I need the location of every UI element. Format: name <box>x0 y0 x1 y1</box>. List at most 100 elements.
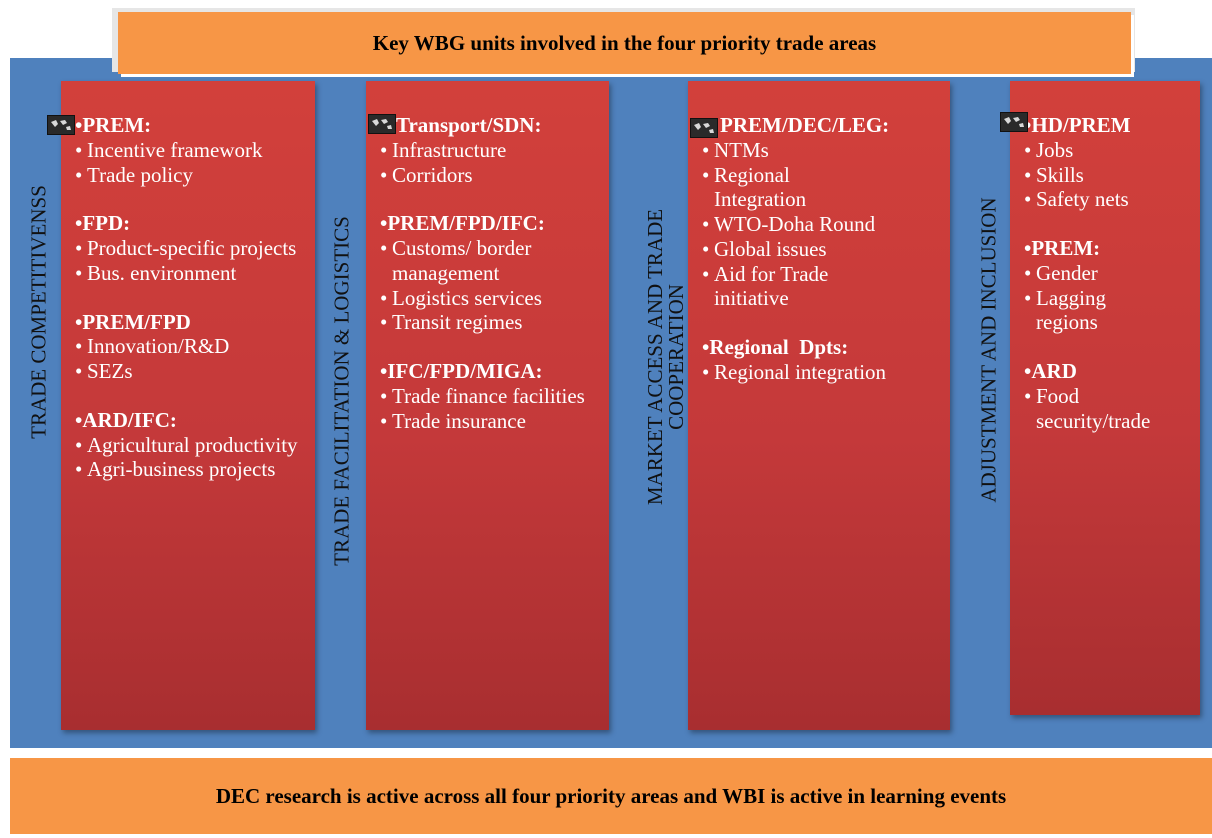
list-item-text: Lagging regions <box>1036 285 1106 335</box>
unit-heading: •ARD/IFC: <box>75 408 315 433</box>
bullet: • <box>380 236 388 261</box>
bullet: • <box>380 137 388 162</box>
unit-heading-text: Transport/SDN: <box>396 113 542 137</box>
list-item: •Safety nets <box>1024 187 1200 212</box>
unit-heading: •Regional Dpts: <box>702 335 950 360</box>
list-item-text: Agri-business projects <box>87 457 276 482</box>
unit-heading-text: HD/PREM <box>1031 113 1131 137</box>
bullet: • <box>75 260 83 285</box>
list-item-text: Trade finance facilities <box>392 383 585 408</box>
column-trade-competitiveness: •PREM: •Incentive framework •Trade polic… <box>47 81 315 730</box>
list-item: •Aid for Trade initiative <box>702 262 950 312</box>
unit-heading-text: IFC/FPD/MIGA: <box>387 359 543 384</box>
unit-heading-text: PREM: <box>82 113 152 137</box>
list-item: •Trade insurance <box>380 409 609 434</box>
unit-heading-text: ARD/IFC: <box>82 407 177 432</box>
list-item-text: Gender <box>1036 260 1098 285</box>
bullet: • <box>1024 260 1032 285</box>
list-item: •Regional Integration <box>702 163 950 213</box>
unit-heading: PREM/DEC/LEG: <box>702 113 950 138</box>
unit-group: •PREM: •Gender •Lagging regions <box>1024 236 1200 335</box>
list-item: •Transit regimes <box>380 310 609 335</box>
list-item: •Corridors <box>380 163 609 188</box>
column-trade-facilitation: Transport/SDN: •Infrastructure •Corridor… <box>366 81 609 730</box>
list-item-text: Transit regimes <box>392 310 523 335</box>
unit-heading: •HD/PREM <box>1024 113 1200 138</box>
list-item: •Infrastructure <box>380 138 609 163</box>
bullet: • <box>380 408 388 433</box>
list-item: •Trade policy <box>75 163 315 188</box>
list-item: •Agri-business projects <box>75 457 315 482</box>
label-market-access: MARKET ACCESS AND TRADE COOPERATION <box>643 147 688 567</box>
world-map-icon <box>1000 112 1028 132</box>
list-item: •Lagging regions <box>1024 286 1200 336</box>
list-item-text: Logistics services <box>392 285 542 310</box>
unit-group: •FPD: •Product-specific projects •Bus. e… <box>75 211 315 285</box>
label-market-access-line2: COOPERATION <box>664 284 688 430</box>
unit-heading: •PREM/FPD <box>75 310 315 335</box>
unit-heading-text: PREM/FPD/IFC: <box>387 211 545 236</box>
bullet: • <box>75 162 83 187</box>
bullet: • <box>702 236 710 261</box>
bullet: • <box>702 335 710 360</box>
unit-heading-text: Regional Dpts: <box>709 335 849 360</box>
bullet: • <box>1024 383 1032 408</box>
list-item-text: Food security/trade <box>1036 383 1151 433</box>
unit-group: •IFC/FPD/MIGA: •Trade finance facilities… <box>380 359 609 433</box>
list-item-text: Aid for Trade initiative <box>714 261 829 311</box>
bullet: • <box>1024 162 1032 187</box>
unit-heading: Transport/SDN: <box>380 113 609 138</box>
bullet: • <box>75 309 83 334</box>
unit-group: PREM/DEC/LEG: •NTMs •Regional Integratio… <box>702 113 950 311</box>
unit-group: •PREM: •Incentive framework •Trade polic… <box>75 113 315 187</box>
list-item-text: Trade insurance <box>392 408 526 433</box>
bullet: • <box>380 162 388 187</box>
list-item-text: Global issues <box>714 236 827 261</box>
bullet: • <box>380 359 388 384</box>
bullet: • <box>75 236 83 261</box>
world-map-icon <box>47 115 75 135</box>
list-item: •Skills <box>1024 163 1200 188</box>
bullet: • <box>75 359 83 384</box>
list-item-text: Safety nets <box>1036 187 1129 212</box>
list-item: •Food security/trade <box>1024 384 1200 434</box>
bullet: • <box>1024 137 1032 162</box>
list-item: •Incentive framework <box>75 138 315 163</box>
list-item-text: Infrastructure <box>392 137 507 162</box>
bullet: • <box>702 162 710 187</box>
list-item: •Jobs <box>1024 138 1200 163</box>
bullet: • <box>1024 359 1032 384</box>
list-item-text: Product-specific projects <box>87 236 297 261</box>
unit-heading-text: PREM/FPD <box>82 309 191 334</box>
list-item-text: WTO-Doha Round <box>714 212 876 237</box>
bullet: • <box>380 211 388 236</box>
unit-group: Transport/SDN: •Infrastructure •Corridor… <box>380 113 609 187</box>
bullet: • <box>75 113 83 137</box>
unit-heading: •PREM: <box>75 113 315 138</box>
list-item: •NTMs <box>702 138 950 163</box>
list-item-text: Corridors <box>392 162 473 187</box>
bullet: • <box>702 359 710 384</box>
unit-group: •PREM/FPD/IFC: •Customs/ border manageme… <box>380 211 609 335</box>
list-item-text: SEZs <box>87 359 133 384</box>
bullet: • <box>702 261 710 286</box>
title-banner: Key WBG units involved in the four prior… <box>118 12 1131 74</box>
list-item-text: Customs/ border management <box>392 236 532 285</box>
unit-heading-text: PREM: <box>1031 236 1101 261</box>
unit-heading: •FPD: <box>75 211 315 236</box>
bullet: • <box>75 137 83 162</box>
unit-group: •PREM/FPD •Innovation/R&D •SEZs <box>75 310 315 384</box>
world-map-icon <box>368 114 396 134</box>
list-item: •WTO-Doha Round <box>702 212 950 237</box>
unit-heading-text: FPD: <box>82 211 131 236</box>
list-item: •Logistics services <box>380 286 609 311</box>
bullet: • <box>75 457 83 482</box>
unit-heading: •PREM/FPD/IFC: <box>380 211 609 236</box>
footer-banner: DEC research is active across all four p… <box>10 758 1212 834</box>
bullet: • <box>1024 236 1032 261</box>
bullet: • <box>75 407 83 432</box>
list-item-text: Innovation/R&D <box>87 334 230 359</box>
label-market-access-line1: MARKET ACCESS AND TRADE <box>643 208 667 506</box>
bullet: • <box>1024 187 1032 212</box>
list-item-text: Bus. environment <box>87 260 237 285</box>
